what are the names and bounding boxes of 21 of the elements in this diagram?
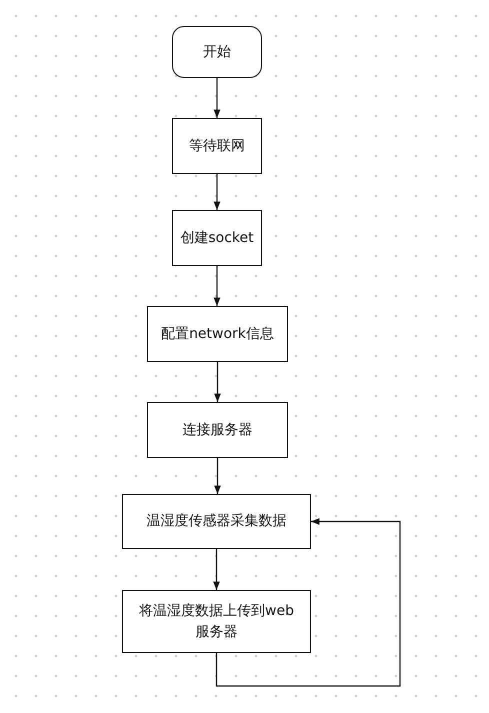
arrow [214,78,220,118]
process-box [122,590,311,653]
node-label: 将温湿度数据上传到web 服务器 [138,602,295,642]
node-label: 温湿度传感器采集数据 [146,512,286,531]
process-box [172,118,262,174]
node-label: 连接服务器 [182,420,252,440]
arrow [214,174,220,210]
process-box [147,306,288,362]
arrow [216,518,401,687]
node-label: 配置network信息 [161,324,274,344]
start-terminal [172,26,262,78]
arrow [214,362,221,402]
arrow [214,266,220,306]
process-box [172,210,262,266]
node-label: 开始 [203,42,231,62]
node-label: 创建socket [180,228,254,248]
arrow [214,458,221,494]
node-label: 等待联网 [189,136,245,156]
process-box [147,402,288,458]
arrow [213,549,220,590]
process-box [122,494,311,549]
